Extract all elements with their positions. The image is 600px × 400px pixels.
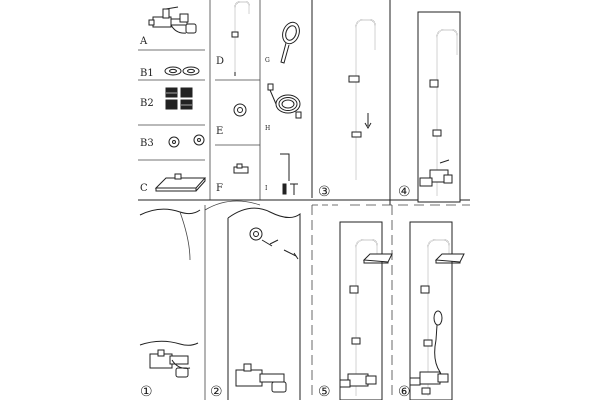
step5-rain-head-assembly (339, 221, 393, 400)
part-i-tools (280, 153, 298, 195)
part-f-bracket (233, 163, 249, 174)
part-a-mixer (148, 6, 197, 34)
label-part-h: H (265, 125, 270, 132)
part-b3-washers (168, 134, 205, 148)
step-2-marker: ② (210, 384, 223, 400)
label-part-c: C (140, 183, 148, 194)
step-4-marker: ④ (398, 184, 411, 200)
label-part-b3: B3 (140, 138, 154, 149)
step4-panel-assembly (417, 11, 461, 203)
label-part-b2: B2 (140, 98, 154, 109)
part-d-riser (231, 1, 250, 76)
part-b2-blocks (165, 87, 193, 110)
label-part-i: I (265, 185, 268, 192)
part-h-hose (267, 83, 302, 119)
step2-panel-install (204, 200, 301, 400)
label-part-d: D (216, 56, 224, 67)
label-part-e: E (216, 126, 223, 137)
frame-lines (138, 0, 470, 400)
part-c-rain-head (154, 173, 207, 192)
label-part-g: G (265, 57, 270, 64)
label-part-a: A (139, 36, 148, 47)
step-1-marker: ① (140, 384, 153, 400)
label-part-b1: B1 (140, 68, 154, 79)
step-5-marker: ⑤ (318, 384, 331, 400)
label-part-f: F (216, 183, 223, 194)
step-6-marker: ⑥ (398, 384, 411, 400)
step6-complete-assembly (409, 221, 465, 400)
step1-wall-mixer (139, 208, 201, 378)
part-g-hand-shower (280, 21, 300, 64)
step-3-marker: ③ (318, 184, 331, 200)
step3-riser-assembly (348, 19, 376, 180)
part-b1-rings (164, 66, 200, 76)
part-e-elbow (233, 103, 247, 117)
